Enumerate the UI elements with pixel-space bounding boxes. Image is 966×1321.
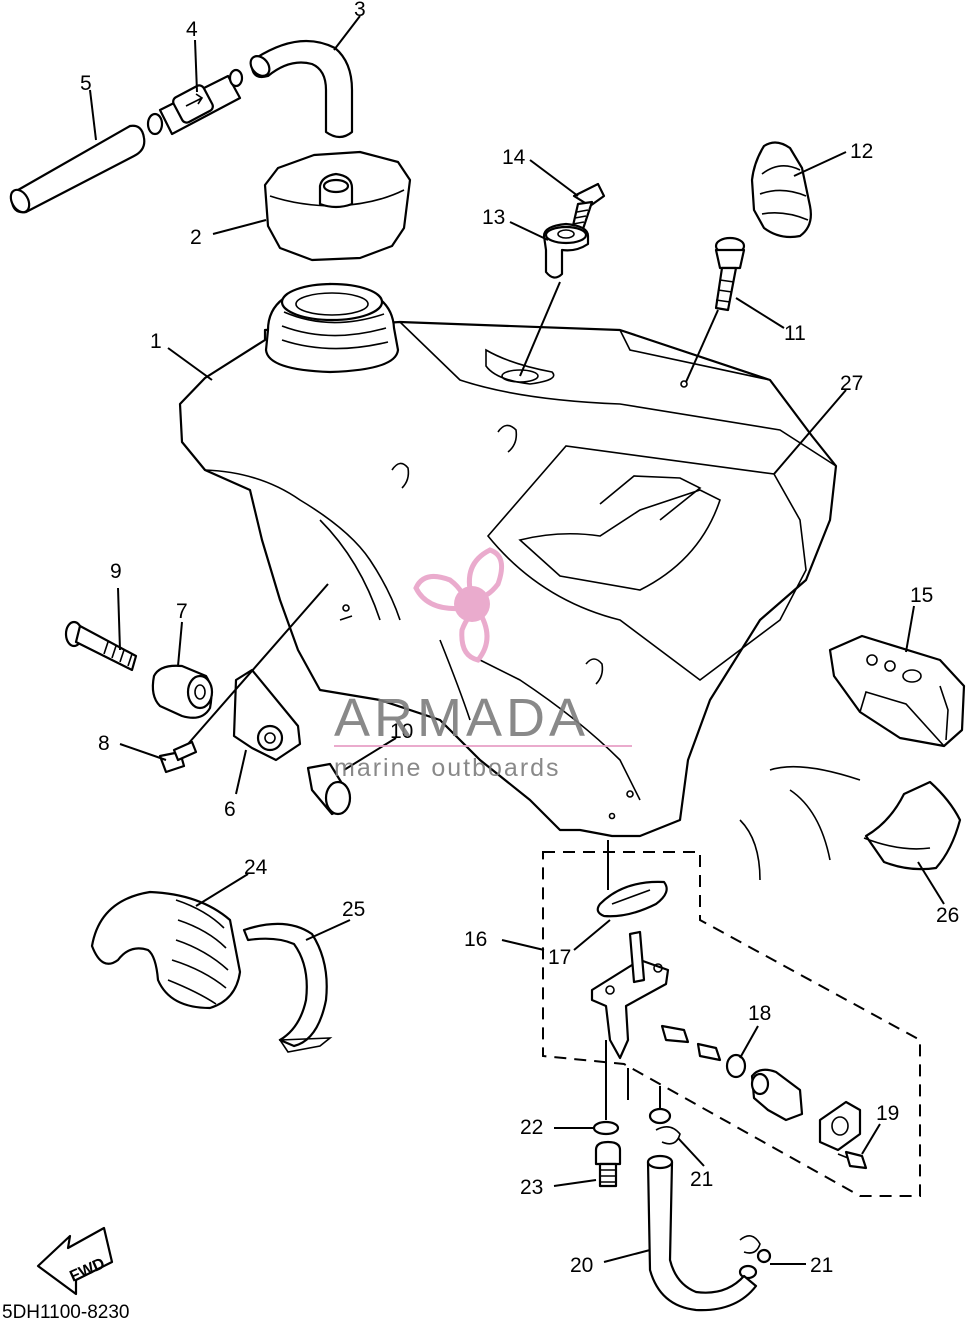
callout-1: 1 (150, 330, 162, 353)
part-17-gasket (596, 880, 668, 918)
propeller-logo-icon (413, 547, 505, 663)
part-10-collar (306, 762, 352, 816)
callout-23: 23 (520, 1176, 543, 1199)
callout-labels: 1 2 3 4 5 6 7 8 9 10 11 12 13 14 15 16 1… (80, 0, 959, 1277)
callout-7: 7 (176, 600, 188, 623)
callout-13: 13 (482, 206, 505, 229)
fuel-cock-cover-plate (818, 1100, 862, 1152)
part-11-bolt (714, 236, 746, 312)
part-18-o-ring (725, 1053, 747, 1079)
callout-4: 4 (186, 18, 198, 41)
part-13-collar (542, 222, 590, 279)
part-20-fuel-hose (646, 1154, 758, 1312)
callout-3: 3 (354, 0, 366, 21)
callout-24: 24 (244, 856, 268, 879)
callout-9: 9 (110, 560, 122, 583)
callout-12: 12 (850, 140, 873, 163)
fuel-cock-lever (750, 1068, 804, 1122)
callout-26: 26 (936, 904, 959, 927)
part-1-fuel-tank (178, 282, 838, 838)
decor-line (739, 819, 761, 881)
part-16-fuel-cock (590, 930, 722, 1062)
callout-15: 15 (910, 584, 933, 607)
callout-2: 2 (190, 226, 202, 249)
part-19-screw (837, 1150, 868, 1170)
decor-line (789, 789, 831, 861)
part-7-damper (151, 664, 214, 719)
part-14-screw (570, 182, 606, 234)
callout-11: 11 (784, 322, 806, 345)
watermark: ARMADA marine outboards (334, 547, 632, 782)
part-15-bracket (828, 634, 966, 748)
callout-14: 14 (502, 146, 526, 169)
callout-22: 22 (520, 1116, 543, 1139)
decor-line (769, 765, 861, 781)
callout-25: 25 (342, 898, 365, 921)
callout-20: 20 (570, 1254, 593, 1277)
drawing-code: 5DH1100-8230 (2, 1302, 129, 1321)
callout-19: 19 (876, 1102, 899, 1125)
watermark-tagline: marine outboards (334, 754, 561, 782)
part-16-group-outline (542, 851, 921, 1197)
callout-8: 8 (98, 732, 110, 755)
part-4-joint (146, 68, 244, 136)
part-9-bolt (64, 620, 138, 672)
callout-27: 27 (840, 372, 863, 395)
part-6-bracket (232, 668, 302, 762)
callout-21-lower: 21 (810, 1254, 833, 1277)
part-26-rubber (863, 780, 962, 871)
part-21-clip-a (648, 1107, 681, 1145)
part-21-clip-b (738, 1235, 772, 1280)
part-8-bolt (158, 740, 198, 774)
part-2-fuel-cap (263, 150, 412, 262)
part-3-breather-hose (249, 39, 354, 139)
watermark-brand: ARMADA (334, 688, 589, 748)
leader-lines (89, 15, 945, 1265)
part-12-band (750, 141, 812, 239)
part-5-hose (9, 124, 146, 214)
part-22-washer (592, 1120, 620, 1136)
callout-5: 5 (80, 72, 92, 95)
part-23-bolt (594, 1140, 622, 1188)
callout-6: 6 (224, 798, 236, 821)
part-25-clamp (242, 922, 333, 1053)
callout-18: 18 (748, 1002, 771, 1025)
callout-17: 17 (548, 946, 571, 969)
callout-21-upper: 21 (690, 1168, 713, 1191)
part-24-boot (90, 890, 242, 1010)
callout-10: 10 (390, 720, 413, 743)
callout-16: 16 (464, 928, 487, 951)
fwd-arrow-icon: FWD (36, 1226, 114, 1296)
